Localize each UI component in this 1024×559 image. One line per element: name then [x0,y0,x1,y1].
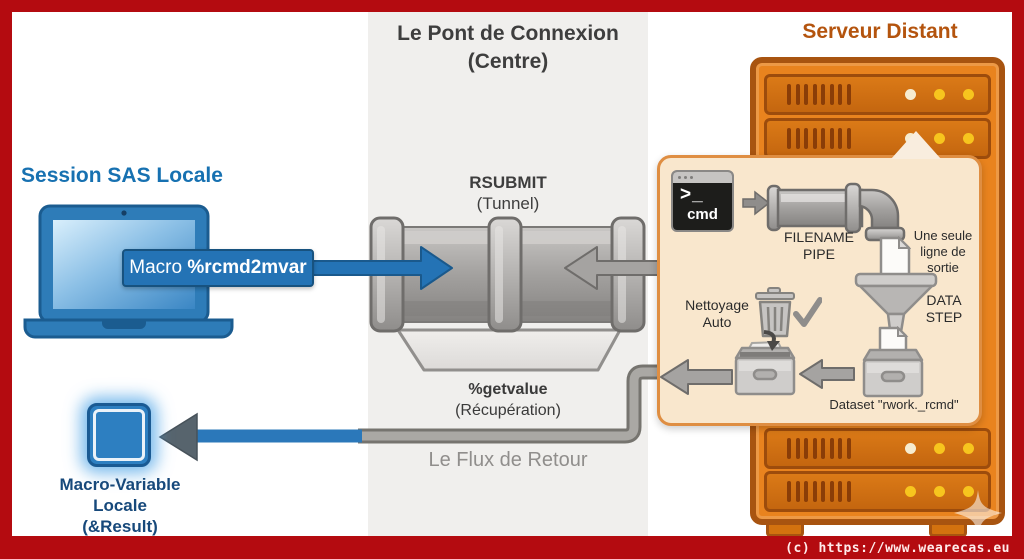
server-vents [787,438,851,459]
copyright-text: (c) https://www.wearecas.eu [785,541,1010,556]
return-arrow-blue [158,412,362,462]
cmd-terminal-icon: >_ cmd [671,170,734,232]
server-rack-unit [764,74,991,115]
cmd-titlebar [673,172,732,183]
return-flow-label: Le Flux de Retour [428,449,588,471]
panel-pointer [891,131,941,159]
macro-call-label: Macro %rcmd2mvar [122,249,314,287]
local-session-title: Session SAS Locale [21,164,223,187]
getvalue-label: %getvalue (Récupération) [455,381,561,419]
server-vents [787,84,851,105]
checkmark-icon [793,297,822,327]
filename-pipe-label: FILENAME PIPE [783,229,854,262]
server-lights [905,89,974,100]
macro-variable-icon [87,403,151,467]
pipe-icon [766,182,906,242]
server-lights [905,443,974,454]
arrow-left-icon [799,359,855,389]
cleanup-label: Nettoyage Auto [685,297,749,330]
server-process-panel: >_ cmd [657,131,982,426]
server-vents [787,128,851,149]
arrow-right-icon [742,190,771,216]
macro-variable-label: Macro-Variable Locale (&Result) [59,475,181,536]
server-vents [787,481,851,502]
data-step-label: DATA STEP [925,292,963,325]
sparkle-icon [954,490,1002,538]
cmd-prompt: >_ [680,184,704,205]
return-exit-arrow [660,359,733,395]
macro-call-name: %rcmd2mvar [187,257,307,278]
trash-icon [755,287,822,338]
server-rack-unit [764,428,991,469]
server-rack-unit [764,471,991,512]
storage-box-icon [862,326,924,398]
server-rack-unit [764,118,991,159]
server-lights [905,486,974,497]
single-output-label: Une seule ligne de sortie [913,228,973,275]
rsubmit-label: RSUBMIT (Tunnel) [469,173,547,213]
cmd-label: cmd [687,206,718,223]
remote-server-title: Serveur Distant [802,20,958,43]
dataset-label: Dataset "rwork._rcmd" [829,397,959,412]
macro-call-prefix: Macro [129,257,188,278]
storage-box-icon [734,330,796,396]
bridge-title: Le Pont de Connexion (Centre) [397,22,619,73]
document-icon [879,236,911,278]
